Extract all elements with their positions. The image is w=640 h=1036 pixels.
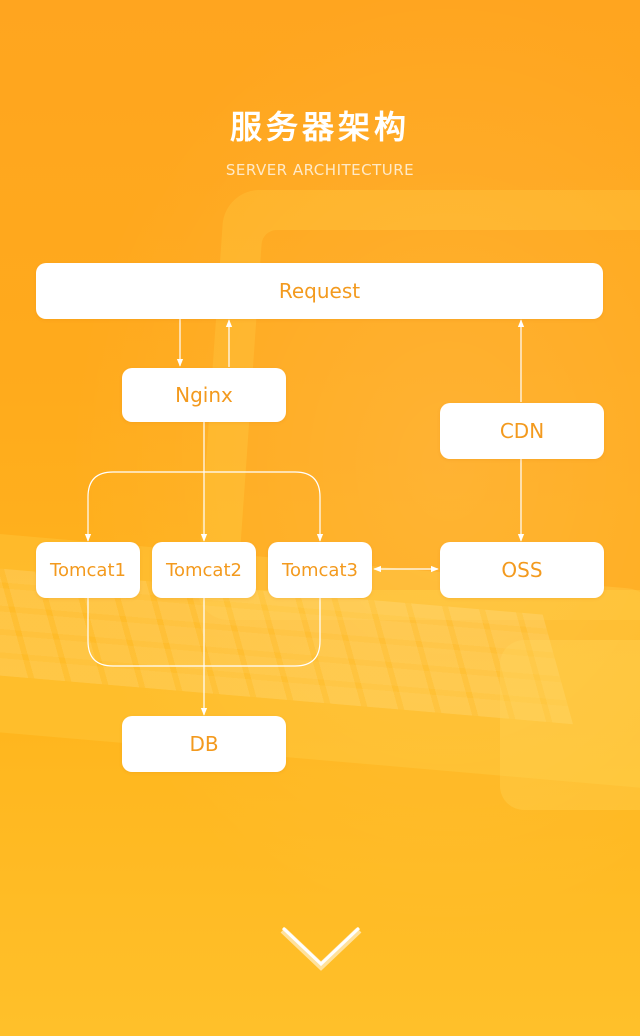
page-title: 服务器架构 [229, 108, 410, 146]
node-nginx: Nginx [122, 368, 286, 422]
cup-shape [500, 640, 640, 810]
node-request: Request [36, 263, 603, 319]
node-tomcat3: Tomcat3 [268, 542, 372, 598]
node-db: DB [122, 716, 286, 772]
node-oss: OSS [440, 542, 604, 598]
edge-nginx-to-tomcat1 [84, 471, 204, 542]
node-cdn: CDN [440, 403, 604, 459]
chevron-down-icon[interactable] [279, 922, 363, 974]
node-tomcat1: Tomcat1 [36, 542, 140, 598]
node-tomcat2: Tomcat2 [152, 542, 256, 598]
page-subtitle: SERVER ARCHITECTURE [225, 161, 415, 179]
edge-nginx-to-tomcat3 [204, 471, 324, 542]
